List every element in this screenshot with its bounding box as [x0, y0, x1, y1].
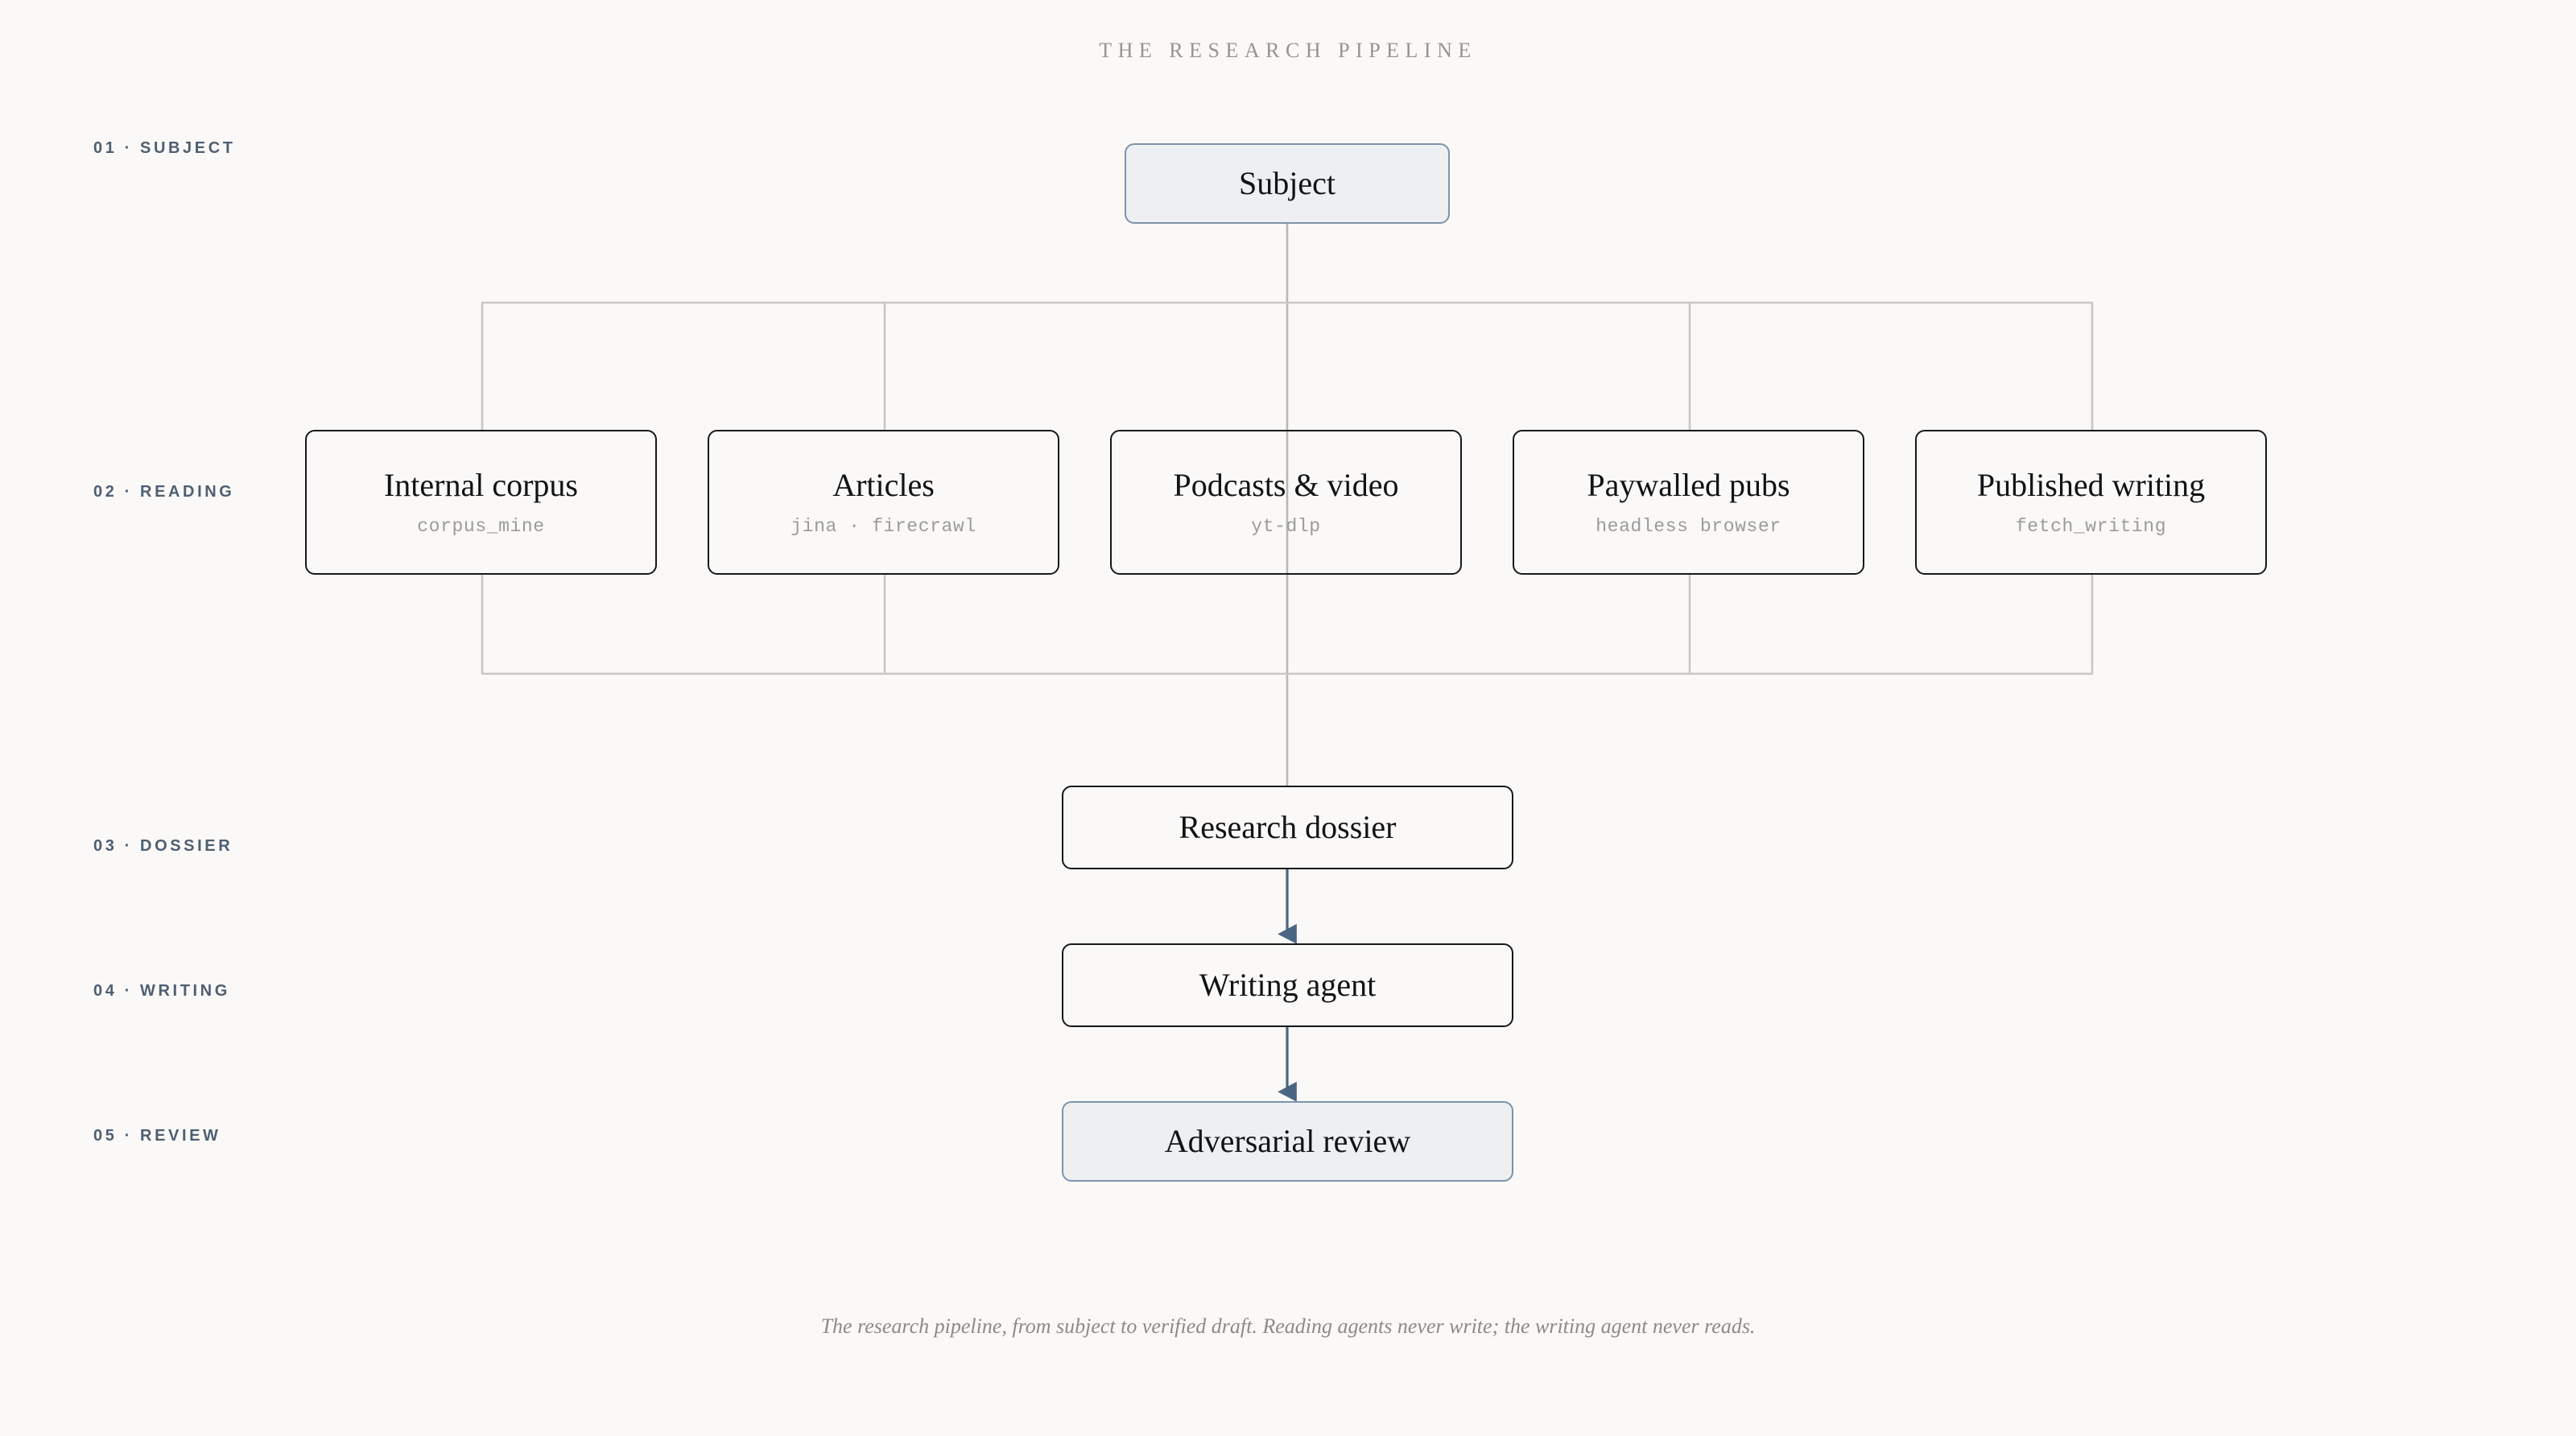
page-title: The Research Pipeline [1099, 39, 1477, 62]
node-adversarial-review[interactable]: Adversarial review [1062, 1101, 1513, 1182]
node-internal-corpus-title: Internal corpus [383, 467, 578, 503]
node-podcasts-video-title: Podcasts & video [1173, 467, 1399, 503]
node-research-dossier-title: Research dossier [1179, 809, 1397, 845]
node-paywalled-pubs[interactable]: Paywalled pubs headless browser [1513, 430, 1864, 575]
stage-label-dossier: 03 · DOSSIER [93, 837, 233, 855]
node-paywalled-pubs-title: Paywalled pubs [1587, 467, 1790, 503]
stage-label-writing: 04 · WRITING [93, 982, 230, 1000]
stage-label-review: 05 · REVIEW [93, 1127, 221, 1145]
node-adversarial-review-title: Adversarial review [1164, 1123, 1411, 1159]
edge-upper-bus [481, 301, 2094, 430]
node-articles-title: Articles [832, 467, 935, 503]
stage-label-subject: 01 · SUBJECT [93, 139, 236, 157]
node-published-writing-subtitle: fetch_writing [2015, 516, 2167, 537]
node-published-writing-title: Published writing [1976, 467, 2206, 503]
node-paywalled-pubs-subtitle: headless browser [1596, 516, 1781, 537]
stage-label-reading: 02 · READING [93, 483, 235, 501]
node-podcasts-video-subtitle: yt-dlp [1251, 516, 1321, 537]
node-subject[interactable]: Subject [1125, 143, 1450, 224]
node-writing-agent[interactable]: Writing agent [1062, 943, 1513, 1027]
node-articles-subtitle: jina · firecrawl [791, 516, 976, 537]
edge-lower-bus [481, 575, 2094, 675]
node-research-dossier[interactable]: Research dossier [1062, 786, 1513, 869]
node-writing-agent-title: Writing agent [1199, 967, 1377, 1003]
node-published-writing[interactable]: Published writing fetch_writing [1915, 430, 2267, 575]
figure-caption: The research pipeline, from subject to v… [820, 1314, 1756, 1338]
node-podcasts-video[interactable]: Podcasts & video yt-dlp [1110, 430, 1462, 575]
node-articles[interactable]: Articles jina · firecrawl [708, 430, 1059, 575]
node-internal-corpus[interactable]: Internal corpus corpus_mine [305, 430, 657, 575]
node-internal-corpus-subtitle: corpus_mine [417, 516, 545, 537]
node-subject-title: Subject [1239, 165, 1335, 201]
